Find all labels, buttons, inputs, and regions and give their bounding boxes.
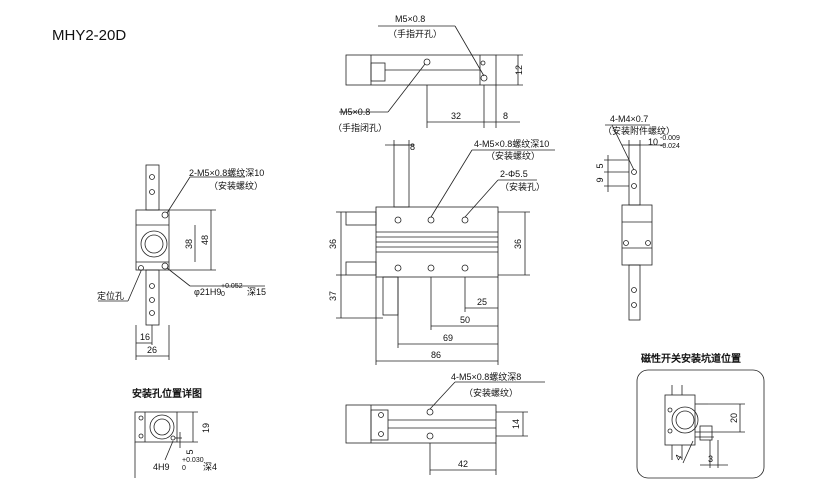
- left-finger-upper: [145, 164, 160, 211]
- detail-title: 安装孔位置详图: [132, 387, 202, 400]
- front-thread-hole-2: [427, 216, 435, 224]
- dim-3-switch: 3: [708, 454, 713, 464]
- left-finger-lower: [145, 269, 160, 326]
- right-thread-label: 4-M4×0.7: [610, 114, 648, 124]
- dim-36-right: 36: [513, 239, 523, 249]
- dim-8-front: 8: [410, 142, 415, 152]
- bore-depth: 深15: [247, 287, 266, 297]
- front-view: [336, 140, 555, 365]
- front-thread-hole-3: [461, 216, 469, 224]
- left-view: [98, 164, 265, 360]
- right-thread-sub: （安装附件螺纹）: [603, 125, 675, 136]
- right-tol-upper: -0.009: [660, 135, 680, 142]
- pin-depth: 深4: [203, 462, 217, 472]
- bore-tol-lower: 0: [221, 291, 225, 298]
- front-thread-hole-4: [394, 264, 402, 272]
- dim-38: 38: [184, 239, 194, 249]
- switch-slot: [699, 425, 713, 441]
- dim-10-right: 10: [648, 137, 658, 147]
- dim-69: 69: [443, 333, 453, 343]
- front-mount-hole-1: [427, 264, 435, 272]
- mount-hole-detail: [134, 411, 198, 478]
- bore-label: φ21H9: [194, 287, 221, 297]
- dim-26: 26: [147, 345, 157, 355]
- right-tol-lower: -0.024: [660, 143, 680, 150]
- dim-20: 20: [729, 413, 739, 423]
- finger-open-hole: [423, 58, 431, 66]
- bottom-thread-hole-3: [426, 408, 434, 416]
- front-jaw-top: [345, 211, 377, 226]
- dim-9-right: 9: [595, 177, 605, 182]
- switch-slot-view: [636, 369, 765, 479]
- dim-16: 16: [140, 332, 150, 342]
- front-thread-hole-1: [394, 216, 402, 224]
- front-hole-sub: （安装孔）: [500, 181, 545, 192]
- dim-19: 19: [201, 423, 211, 433]
- bottom-thread-hole-1: [378, 412, 384, 418]
- front-thread-label: 4-M5×0.8螺纹深10: [474, 138, 549, 149]
- switch-frame: [636, 369, 765, 479]
- right-finger-upper: [628, 144, 641, 206]
- right-view: [604, 124, 665, 321]
- top-view-body: [345, 54, 497, 86]
- dim-42: 42: [458, 459, 468, 469]
- dim-4-switch: 4: [673, 453, 684, 462]
- dim-32: 32: [451, 111, 461, 121]
- pin-tol-upper: +0.030: [182, 457, 204, 464]
- detail-plate: [134, 411, 178, 443]
- top-finger-open-label: （手指开孔）: [388, 28, 442, 39]
- bottom-thread-hole-2: [378, 431, 384, 437]
- dim-37: 37: [328, 291, 338, 301]
- dim-14: 14: [511, 419, 521, 429]
- top-view: [339, 25, 523, 128]
- left-body: [135, 209, 170, 271]
- locating-hole-label: 定位孔: [97, 290, 124, 301]
- top-finger-closed-label: （手指闭孔）: [333, 122, 387, 133]
- left-thread-sub: （安装螺纹）: [209, 180, 263, 191]
- dim-12: 12: [514, 65, 524, 75]
- bore-tol-upper: +0.052: [221, 283, 243, 290]
- pin-note: 4H9: [153, 462, 170, 472]
- dim-50: 50: [460, 315, 470, 325]
- bottom-body: [345, 404, 497, 444]
- finger-closed-hole: [480, 74, 488, 82]
- right-body: [621, 204, 653, 266]
- left-mount-hole-bottom: [161, 262, 169, 270]
- left-bore: [140, 230, 168, 258]
- left-thread-label: 2-M5×0.8螺纹深10: [189, 167, 264, 178]
- switch-bore: [671, 406, 699, 434]
- bottom-view: [345, 381, 545, 475]
- model-title: MHY2-20D: [52, 27, 127, 44]
- bottom-thread-label: 4-M5×0.8螺纹深8: [451, 371, 521, 382]
- locating-hole: [138, 265, 144, 271]
- dim-36-left: 36: [328, 239, 338, 249]
- detail-pin-hole: [170, 435, 176, 441]
- front-hole-label: 2-Φ5.5: [500, 169, 528, 179]
- dim-48: 48: [200, 235, 210, 245]
- top-thread-closed-label: M5×0.8: [340, 107, 370, 117]
- dim-8-top: 8: [503, 111, 508, 121]
- switch-title: 磁性开关安装坑道位置: [641, 352, 741, 365]
- front-jaw-bottom: [345, 261, 377, 276]
- front-finger-top: [393, 144, 410, 208]
- right-switch-hole-right: [645, 240, 651, 246]
- right-finger-lower: [628, 264, 641, 321]
- detail-bore: [149, 414, 175, 440]
- dim-86: 86: [431, 350, 441, 360]
- bottom-thread-sub: （安装螺纹）: [464, 387, 518, 398]
- front-thread-sub: （安装螺纹）: [486, 150, 540, 161]
- bottom-thread-hole-4: [426, 432, 434, 440]
- dim-25: 25: [477, 297, 487, 307]
- top-thread-label: M5×0.8: [395, 14, 425, 24]
- front-mount-hole-2: [461, 264, 469, 272]
- dim-5-detail: 5: [185, 449, 195, 454]
- dim-5-right: 5: [595, 163, 605, 168]
- left-mount-hole-top: [161, 211, 169, 219]
- front-finger-bottom: [382, 276, 399, 316]
- right-switch-hole-left: [623, 240, 629, 246]
- pin-tol-lower: 0: [182, 465, 186, 472]
